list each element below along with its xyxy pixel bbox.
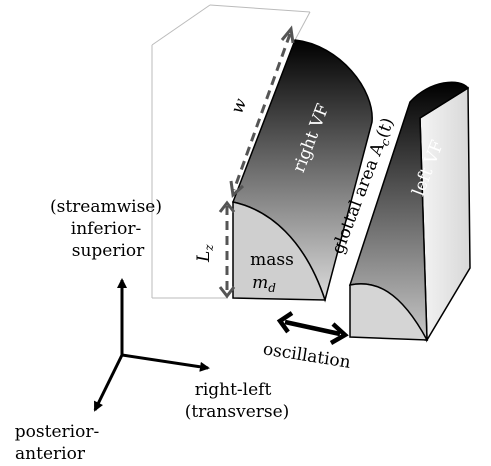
label-axis-right-2: (transverse) <box>185 402 290 422</box>
label-axis-up-2: inferior- <box>71 219 141 239</box>
label-mass: mass <box>250 250 294 270</box>
right-fold-end-face <box>232 201 327 301</box>
text-fragment: L <box>194 251 214 263</box>
label-oscillation: oscillation <box>262 339 352 373</box>
axis-right <box>121 353 210 372</box>
text-fragment: z <box>202 244 216 252</box>
text-fragment: m <box>252 273 268 293</box>
axis-down <box>93 354 124 412</box>
label-axis-up-1: (streamwise) <box>50 197 162 217</box>
left-fold-end-face <box>349 283 429 341</box>
label-axis-up-3: superior <box>72 241 145 261</box>
text-fragment: d <box>268 281 276 295</box>
text-fragment: Lz <box>194 244 216 263</box>
label-md: md <box>252 273 276 295</box>
label-axis-down-2: anterior <box>15 444 86 464</box>
text-fragment: c <box>378 136 394 148</box>
frame-outline <box>151 4 311 299</box>
oscillation-arrow <box>276 311 349 345</box>
dimension-lz <box>218 200 236 299</box>
coordinate-axes <box>93 278 210 412</box>
left-vocal-fold <box>348 81 471 343</box>
text-fragment: (t) <box>372 115 398 141</box>
label-lz: Lz <box>194 244 216 263</box>
label-axis-down-1: posterior- <box>15 422 99 442</box>
label-axis-right-1: right-left <box>195 380 272 400</box>
label-w: w <box>227 95 251 116</box>
right-vocal-fold <box>231 39 373 303</box>
dimension-w <box>229 25 295 198</box>
left-fold-side <box>419 86 471 343</box>
